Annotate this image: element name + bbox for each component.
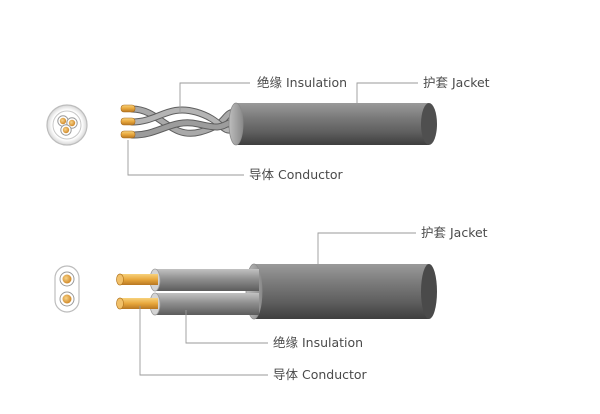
flat-cable-jacket bbox=[245, 263, 437, 320]
insulation-label: 绝缘 Insulation bbox=[273, 335, 364, 350]
diagram-1-leader-lines bbox=[127, 82, 418, 176]
flat-cable-insulated-cores bbox=[149, 268, 259, 316]
flat-cable-cross-section bbox=[54, 265, 80, 313]
twisted-insulated-cores bbox=[128, 105, 240, 139]
conductor-label: 导体 Conductor bbox=[273, 367, 367, 382]
round-cable-jacket bbox=[228, 102, 437, 146]
jacket-label: 护套 Jacket bbox=[423, 75, 490, 90]
round-cable-conductors bbox=[120, 104, 136, 139]
flat-cable-conductors bbox=[116, 273, 158, 310]
conductor-label: 导体 Conductor bbox=[249, 167, 343, 182]
round-cable-cross-section bbox=[46, 104, 88, 146]
jacket-label: 护套 Jacket bbox=[421, 225, 488, 240]
insulation-label: 绝缘 Insulation bbox=[257, 75, 348, 90]
diagram-2-leader-lines bbox=[139, 232, 416, 376]
